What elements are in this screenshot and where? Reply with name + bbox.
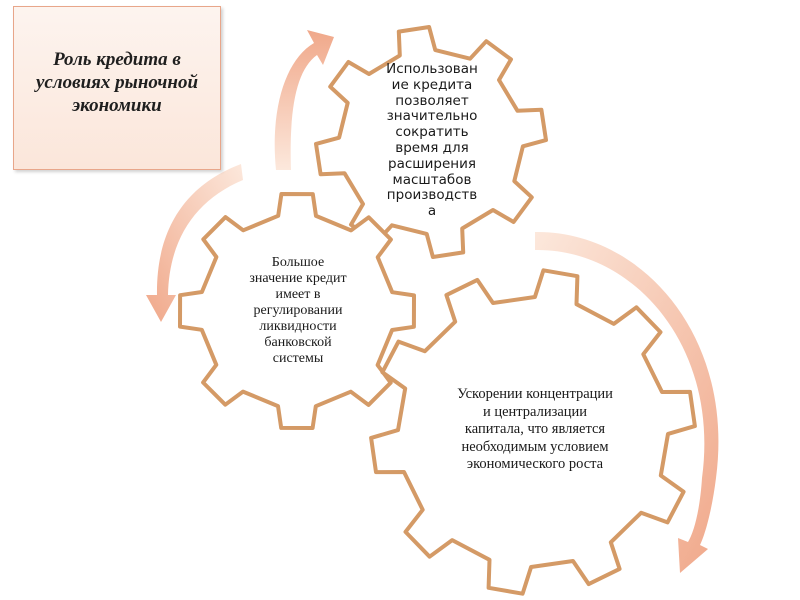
diagram-title: Роль кредита в условиях рыночной экономи… [35, 48, 199, 116]
title-box: Роль кредита в условиях рыночной экономи… [13, 6, 221, 170]
gear-2-text: Большое значение кредит имеет в регулиро… [249, 255, 347, 366]
arrow-right-down-to-gear-3 [535, 231, 719, 573]
cycle-arrows [146, 30, 719, 573]
gears-group [178, 25, 697, 596]
gear-3-text: Ускорении концентрации и централизации к… [457, 386, 613, 472]
gear-2-shape [178, 192, 416, 430]
arrow-up-to-gear-1 [274, 30, 334, 170]
gear-1-text: Использован ие кредита позволяет значите… [386, 61, 478, 220]
gear-1-shape [314, 25, 548, 259]
arrow-left-to-title-down [146, 164, 243, 322]
gear-3-shape [369, 268, 697, 596]
